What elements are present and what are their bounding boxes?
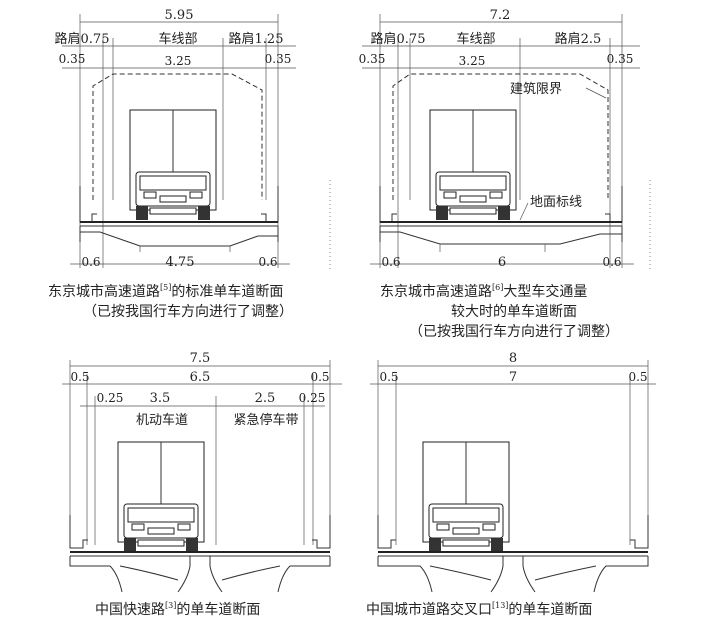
edge-left-value: 0.5 — [70, 370, 89, 384]
strip-left-value: 0.25 — [97, 391, 124, 405]
offset-right-value: 0.35 — [607, 52, 634, 66]
base-mid-value: 6 — [498, 255, 506, 270]
shoulder-right-label: 路肩2.5 — [555, 31, 602, 47]
lane-section-label: 车线部 — [456, 31, 495, 47]
lane-width-value: 3.5 — [150, 391, 171, 406]
offset-left-value: 0.35 — [359, 52, 386, 66]
clearance-width-value: 3.25 — [459, 54, 486, 68]
inner-width-value: 7 — [509, 370, 517, 385]
edge-left-value: 0.5 — [379, 370, 398, 384]
panel-tokyo-standard: 5.95 路肩0.75 车线部 路肩1.25 0.35 3.25 0.35 0.… — [48, 8, 331, 320]
base-right-value: 0.6 — [602, 255, 621, 269]
panel-tokyo-heavy: 7.2 路肩0.75 车线部 路肩2.5 0.35 3.25 0.35 建筑限界… — [359, 8, 651, 340]
strip-right-value: 0.25 — [299, 391, 326, 405]
caption-note: （已按我国行车方向进行了调整） — [409, 323, 619, 340]
base-left-value: 0.6 — [381, 255, 400, 269]
panel-china-expressway: 7.5 0.5 6.5 0.5 0.25 3.5 2.5 0.25 机动车道 紧… — [62, 351, 342, 618]
emergency-width-value: 2.5 — [255, 391, 276, 406]
caption-line-2: 较大时的单车道断面 — [451, 303, 577, 320]
overall-width: 5.95 — [165, 8, 194, 23]
caption-title: 东京城市高速道路[6]大型车交通量 — [380, 283, 587, 300]
offset-left-value: 0.35 — [59, 52, 86, 66]
caption-note: （已按我国行车方向进行了调整） — [83, 303, 293, 320]
shoulder-left-label: 路肩0.75 — [55, 31, 110, 47]
inner-width-value: 6.5 — [190, 370, 211, 385]
lane-label: 机动车道 — [136, 412, 188, 428]
edge-right-value: 0.5 — [628, 370, 647, 384]
overall-width: 7.5 — [190, 351, 211, 366]
base-right-value: 0.6 — [258, 255, 277, 269]
offset-right-value: 0.35 — [265, 52, 292, 66]
panel-china-intersection: 8 0.5 7 0.5 中国城市道路交叉口[13]的单车道断面 — [366, 351, 656, 618]
edge-right-value: 0.5 — [310, 370, 329, 384]
caption-title: 中国城市道路交叉口[13]的单车道断面 — [366, 601, 592, 618]
emergency-lane-label: 紧急停车带 — [233, 412, 298, 428]
base-mid-value: 4.75 — [166, 255, 195, 270]
overall-width: 7.2 — [490, 8, 511, 23]
overall-width: 8 — [509, 351, 517, 366]
base-left-value: 0.6 — [81, 255, 100, 269]
clearance-width-value: 3.25 — [165, 54, 192, 68]
lane-section-label: 车线部 — [158, 31, 197, 47]
shoulder-left-label: 路肩0.75 — [371, 31, 426, 47]
marking-label: 地面标线 — [530, 195, 582, 210]
clearance-label: 建筑限界 — [510, 81, 562, 97]
caption-title: 东京城市高速道路[5]的标准单车道断面 — [48, 283, 283, 300]
shoulder-right-label: 路肩1.25 — [229, 31, 284, 47]
caption-title: 中国快速路[3]的单车道断面 — [95, 601, 260, 618]
